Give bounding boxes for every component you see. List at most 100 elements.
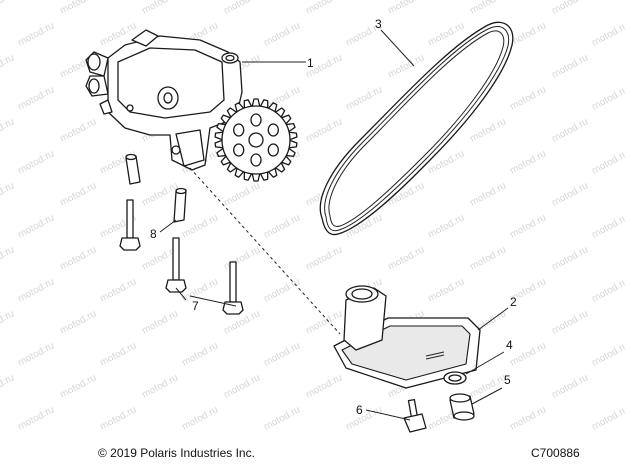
watermark-text: motod.ru: [262, 404, 302, 432]
watermark-text: motod.ru: [590, 84, 625, 112]
watermark-text: motod.ru: [262, 276, 302, 304]
watermark-text: motod.ru: [468, 372, 508, 400]
watermark-text: motod.ru: [16, 404, 56, 432]
drawing-number: C700886: [531, 446, 580, 460]
watermark-text: motod.ru: [0, 244, 16, 272]
watermark-text: motod.ru: [386, 244, 426, 272]
watermark-text: motod.ru: [58, 180, 98, 208]
watermark-text: motod.ru: [16, 148, 56, 176]
watermark-text: motod.ru: [508, 212, 548, 240]
watermark-text: motod.ru: [0, 372, 16, 400]
watermark-text: motod.ru: [58, 308, 98, 336]
bolt-left: [119, 199, 141, 251]
callout-8: 8: [150, 227, 157, 241]
sprocket-hole: [250, 153, 262, 167]
watermark-text: motod.ru: [590, 276, 625, 304]
sprocket-hole: [250, 113, 262, 127]
watermark-text: motod.ru: [468, 244, 508, 272]
watermark-text: motod.ru: [508, 404, 548, 432]
watermark-text: motod.ru: [590, 212, 625, 240]
watermark-text: motod.ru: [426, 276, 466, 304]
watermark-text: motod.ru: [0, 180, 16, 208]
watermark-text: motod.ru: [0, 0, 16, 17]
watermark-text: motod.ru: [590, 148, 625, 176]
o-ring: [443, 371, 467, 385]
watermark-text: motod.ru: [304, 308, 344, 336]
sprocket-hole: [267, 123, 279, 137]
watermark-text: motod.ru: [140, 372, 180, 400]
watermark-text: motod.ru: [468, 0, 508, 17]
watermark-text: motod.ru: [590, 340, 625, 368]
watermark-text: motod.ru: [16, 276, 56, 304]
watermark-text: motod.ru: [58, 244, 98, 272]
watermark-text: motod.ru: [222, 244, 262, 272]
watermark-text: motod.ru: [304, 0, 344, 17]
watermark-text: motod.ru: [140, 308, 180, 336]
watermark-text: motod.ru: [58, 0, 98, 17]
watermark-text: motod.ru: [508, 340, 548, 368]
watermark-text: motod.ru: [140, 180, 180, 208]
watermark-text: motod.ru: [222, 180, 262, 208]
watermark-text: motod.ru: [16, 212, 56, 240]
watermark-text: motod.ru: [550, 244, 590, 272]
watermark-text: motod.ru: [426, 212, 466, 240]
callout-3: 3: [375, 17, 382, 31]
callout-6: 6: [356, 403, 363, 417]
watermark-text: motod.ru: [550, 0, 590, 17]
watermark-text: motod.ru: [16, 84, 56, 112]
callout-1: 1: [307, 56, 314, 70]
watermark-text: motod.ru: [16, 20, 56, 48]
callout-5: 5: [504, 373, 511, 387]
sprocket: [214, 98, 298, 182]
callouts: 1 2 3 4 5 6 7 8: [150, 17, 517, 417]
callout-2: 2: [510, 295, 517, 309]
watermark-text: motod.ru: [222, 372, 262, 400]
watermark-text: motod.ru: [0, 52, 16, 80]
watermark-text: motod.ru: [222, 0, 262, 17]
dowel-pin-upper: [125, 153, 141, 185]
watermark-text: motod.ru: [508, 148, 548, 176]
sprocket-hole: [233, 123, 245, 137]
leader-lines: [159, 29, 509, 421]
watermark-text: motod.ru: [550, 308, 590, 336]
watermark-text: motod.ru: [98, 340, 138, 368]
watermark-text: motod.ru: [180, 212, 220, 240]
watermark-text: motod.ru: [386, 0, 426, 17]
sprocket-hole: [233, 143, 245, 157]
watermark-text: motod.ru: [468, 116, 508, 144]
watermark-text: motod.ru: [180, 340, 220, 368]
watermark-text: motod.ru: [508, 20, 548, 48]
watermark-text: motod.ru: [262, 212, 302, 240]
callout-7: 7: [192, 299, 199, 313]
watermark-text: motod.ru: [344, 404, 384, 432]
watermark-text: motod.ru: [98, 404, 138, 432]
watermark-text: motod.ru: [140, 0, 180, 17]
plug: [449, 393, 475, 421]
bolt-right: [222, 261, 244, 315]
oil-pickup-screen: [333, 285, 481, 389]
watermark-text: motod.ru: [508, 84, 548, 112]
watermark-text: motod.ru: [98, 276, 138, 304]
watermark-text: motod.ru: [0, 116, 16, 144]
watermark-text: motod.ru: [304, 372, 344, 400]
callout-4: 4: [506, 338, 513, 352]
watermark-text: motod.ru: [304, 244, 344, 272]
oil-pump: [85, 29, 243, 171]
drive-belt: [319, 21, 514, 236]
watermark-text: motod.ru: [304, 116, 344, 144]
watermark-text: motod.ru: [262, 340, 302, 368]
dowel-pin-lower: [173, 187, 187, 223]
watermark-text: motod.ru: [58, 116, 98, 144]
watermark-text: motod.ru: [468, 180, 508, 208]
watermark-text: motod.ru: [550, 372, 590, 400]
watermark-text: motod.ru: [58, 372, 98, 400]
watermark-text: motod.ru: [0, 308, 16, 336]
watermark-text: motod.ru: [16, 340, 56, 368]
watermark-text: motod.ru: [590, 404, 625, 432]
watermark-text: motod.ru: [180, 276, 220, 304]
watermark-text: motod.ru: [180, 404, 220, 432]
watermark-text: motod.ru: [262, 20, 302, 48]
bolt-middle: [165, 237, 187, 293]
watermark-text: motod.ru: [590, 20, 625, 48]
